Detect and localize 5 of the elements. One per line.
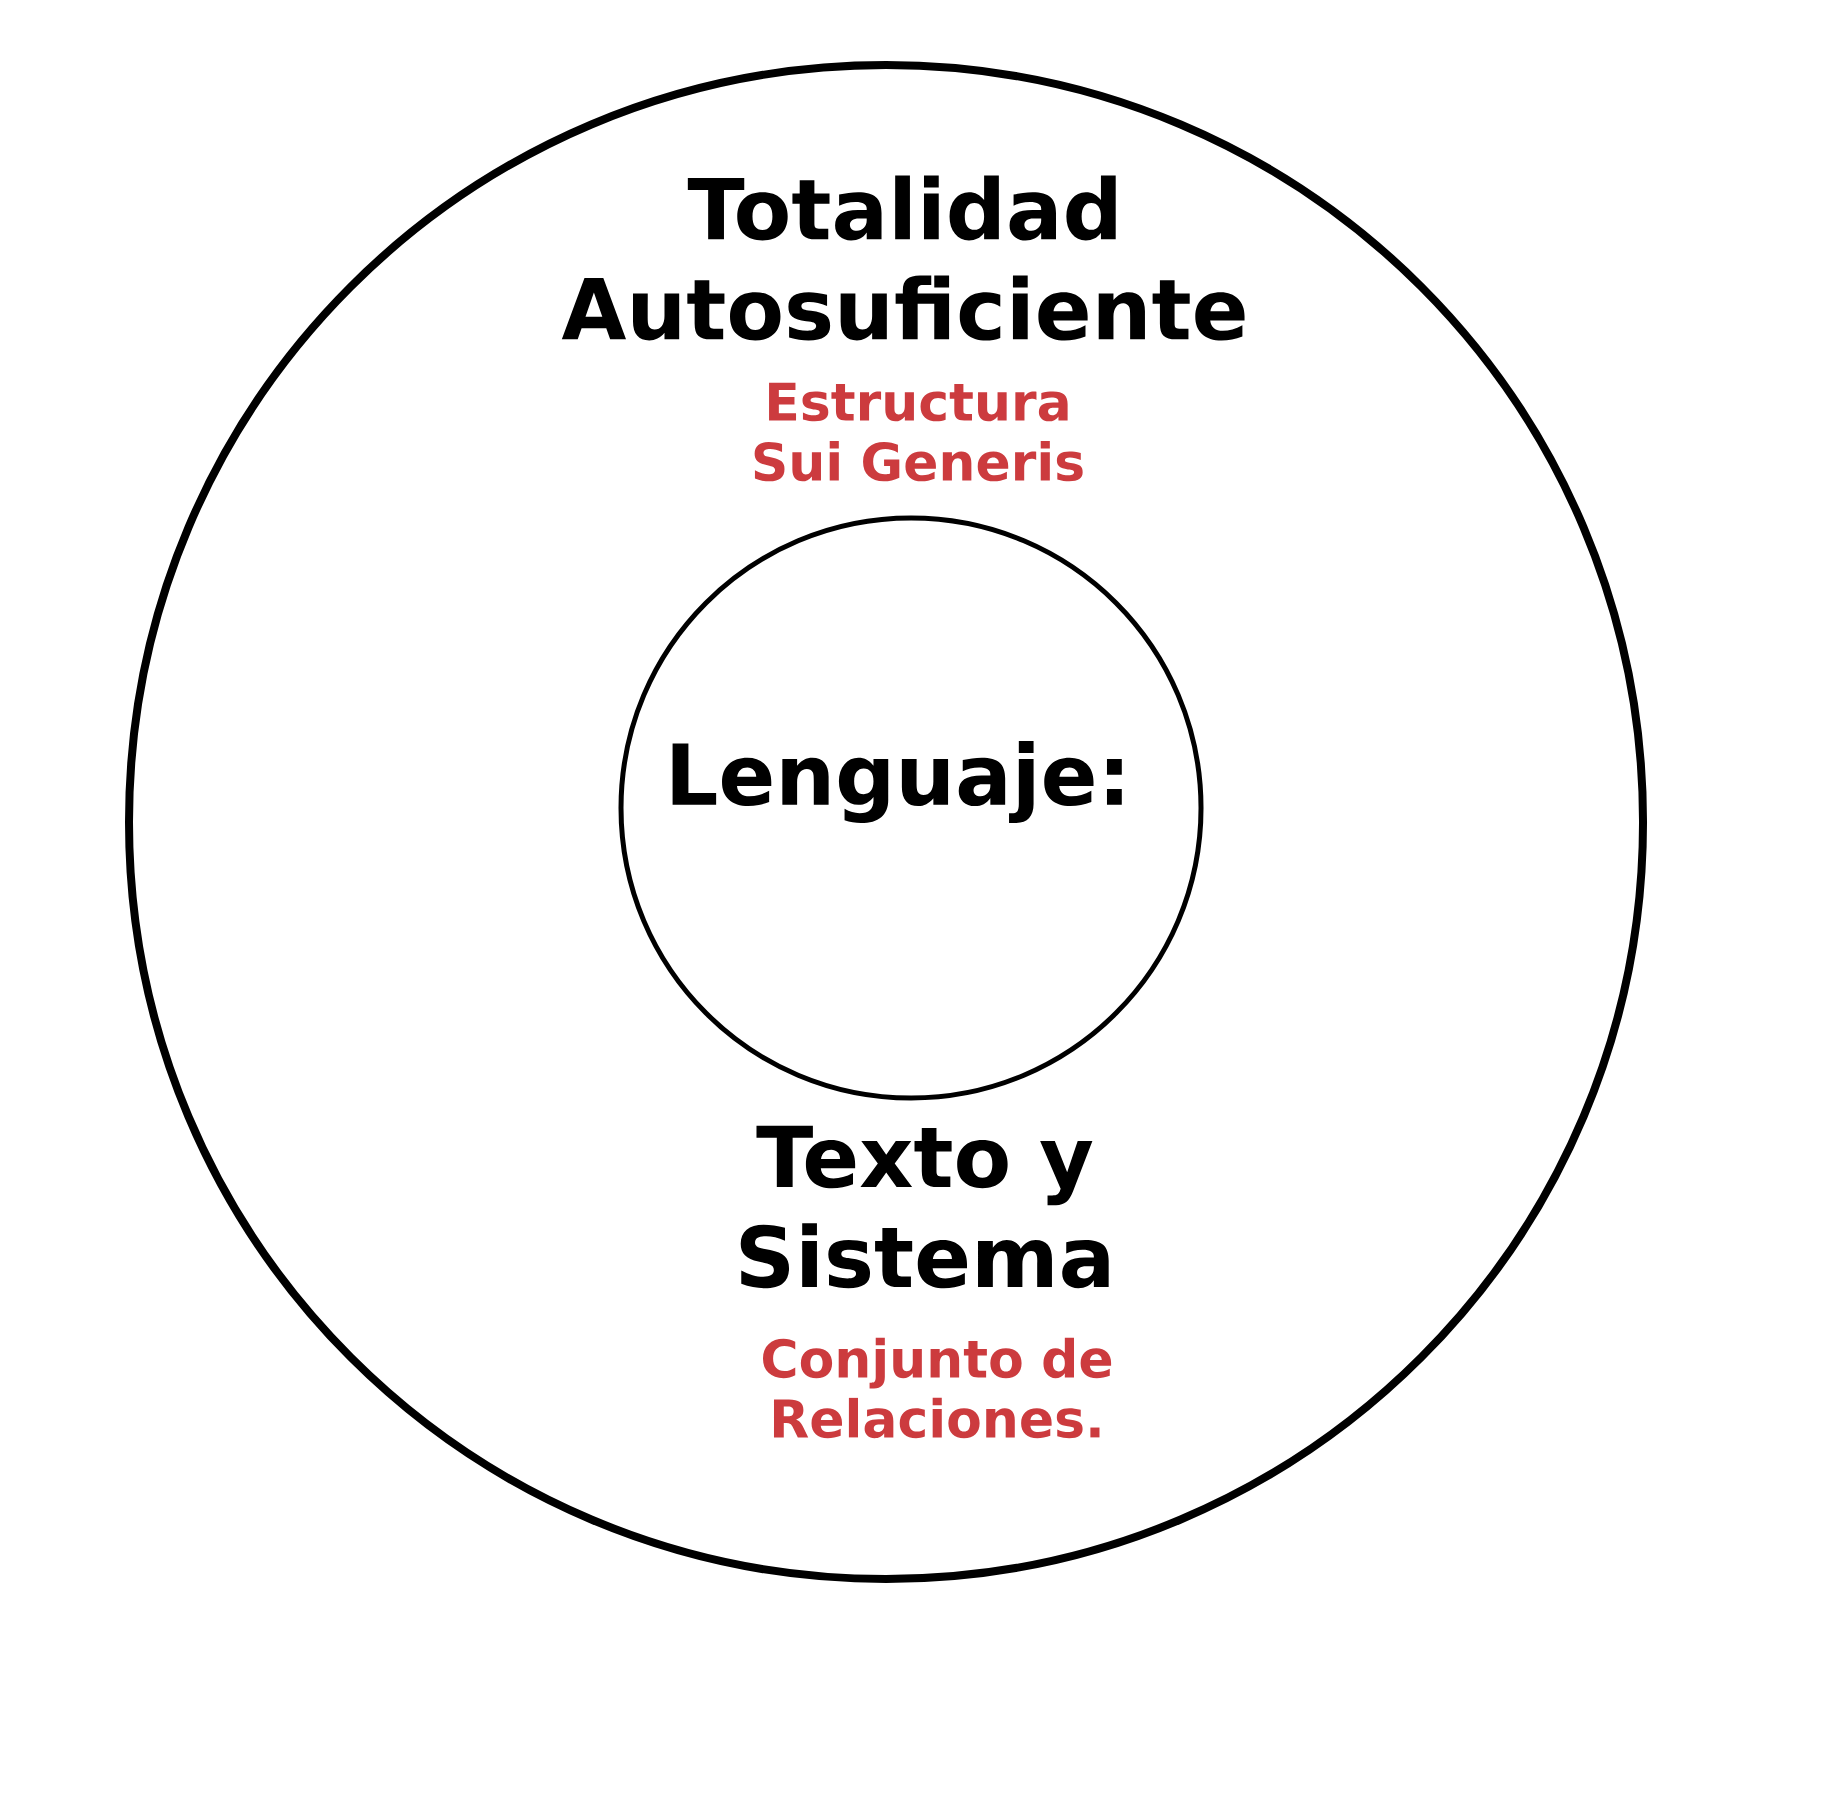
heading: Lenguaje: xyxy=(672,741,1122,823)
heading: Totalidad Autosuficiente xyxy=(561,175,1245,341)
subheading: Estructura Sui Generis xyxy=(754,382,1083,482)
subheading: Conjunto de Relaciones. xyxy=(763,1337,1112,1439)
heading: Texto y Sistema xyxy=(740,1125,1109,1289)
